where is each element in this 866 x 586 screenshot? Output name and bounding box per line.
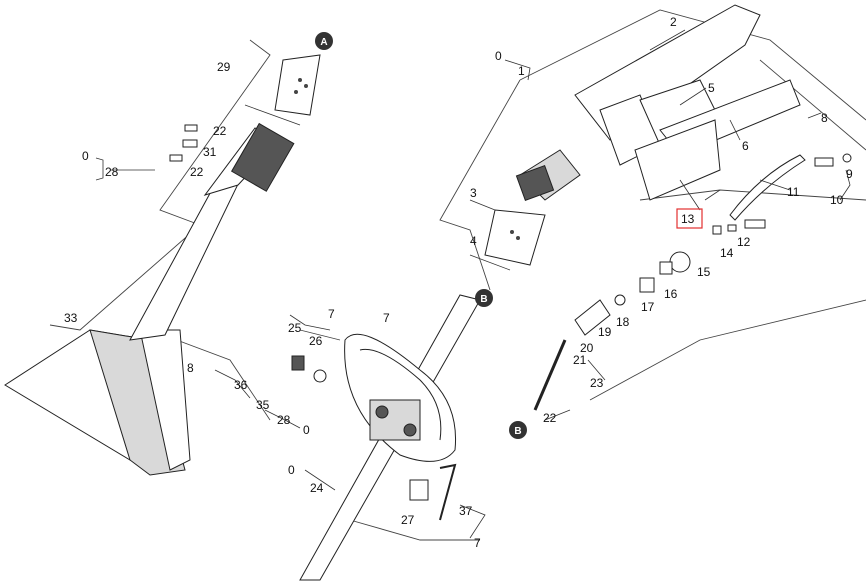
svg-text:A: A — [320, 37, 327, 48]
callout-b-lower: B — [509, 421, 527, 439]
valve-assembly — [533, 153, 852, 411]
part-label: 21 — [573, 353, 587, 367]
part-label: 0 — [495, 49, 502, 63]
part-label: 14 — [720, 246, 734, 260]
part-label: 10 — [830, 193, 844, 207]
part-label: 24 — [310, 481, 324, 495]
part-label: 26 — [309, 334, 323, 348]
part-label: 8 — [187, 361, 194, 375]
part-label: 22 — [543, 411, 557, 425]
part-label: 16 — [664, 287, 678, 301]
part-label: 22 — [213, 124, 227, 138]
part-label: 9 — [846, 167, 853, 181]
part-label: 4 — [470, 234, 477, 248]
part-label: 36 — [234, 378, 248, 392]
part-label: 7 — [328, 307, 335, 321]
part-label: 17 — [641, 300, 655, 314]
nozzle-fittings — [169, 54, 321, 162]
part-label: 31 — [203, 145, 217, 159]
part-labels: 2 0 1 5 6 8 9 10 11 13 12 14 15 16 17 18… — [64, 15, 853, 550]
part-label: 25 — [288, 321, 302, 335]
part-label: 6 — [742, 139, 749, 153]
part-label: 33 — [64, 311, 78, 325]
part-label: 0 — [303, 423, 310, 437]
leader-lines — [95, 29, 851, 539]
part-label: 11 — [787, 185, 800, 199]
part-label: 28 — [277, 413, 291, 427]
main-body-assembly — [515, 4, 801, 201]
svg-text:B: B — [514, 426, 521, 437]
part-label: 8 — [821, 111, 828, 125]
part-label: 37 — [459, 504, 473, 518]
part-label: 20 — [580, 341, 594, 355]
handle-assembly — [291, 294, 481, 581]
part-label: 28 — [105, 165, 119, 179]
part-label: 7 — [474, 536, 481, 550]
part-label: 0 — [82, 149, 89, 163]
part-label: 1 — [518, 64, 525, 78]
part-label-highlighted: 13 — [681, 212, 695, 226]
part-label: 23 — [590, 376, 604, 390]
part-label: 19 — [598, 325, 612, 339]
connector-parts — [469, 209, 546, 271]
part-label: 27 — [401, 513, 415, 527]
svg-text:B: B — [480, 294, 487, 305]
callout-b-center: B — [475, 289, 493, 307]
part-label: 15 — [697, 265, 711, 279]
part-label: 3 — [470, 186, 477, 200]
part-label: 5 — [708, 81, 715, 95]
part-label: 22 — [190, 165, 204, 179]
highlight-box — [676, 208, 703, 229]
floor-nozzle-assembly — [4, 122, 295, 476]
callout-a: A — [315, 32, 333, 50]
part-label: 2 — [670, 15, 677, 29]
part-label: 12 — [737, 235, 751, 249]
part-label: 18 — [616, 315, 630, 329]
part-label: 0 — [288, 463, 295, 477]
part-label: 7 — [383, 311, 390, 325]
part-label: 35 — [256, 398, 270, 412]
part-label: 29 — [217, 60, 231, 74]
